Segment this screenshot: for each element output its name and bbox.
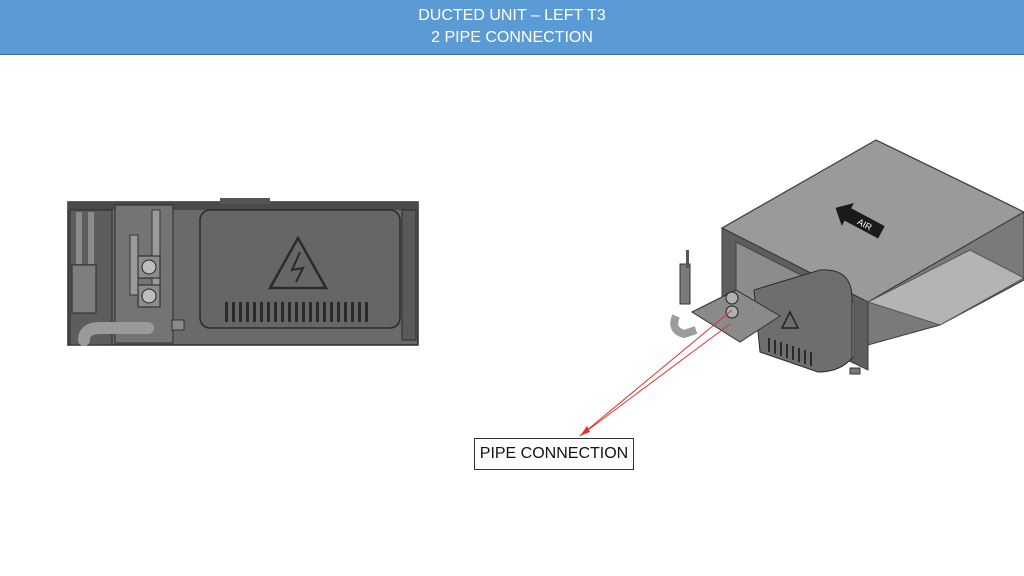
title-line-2: 2 PIPE CONNECTION [431,29,593,46]
air-arrow-icon: AIR [835,203,885,239]
unit-front-view [67,198,419,346]
title-banner: DUCTED UNIT – LEFT T3 2 PIPE CONNECTION [0,0,1024,55]
pipe-connection-callout: PIPE CONNECTION [474,438,634,470]
title-line-1: DUCTED UNIT – LEFT T3 [418,7,606,24]
callout-leader-lines [579,309,733,437]
unit-isometric-view: AIR [670,139,1024,375]
